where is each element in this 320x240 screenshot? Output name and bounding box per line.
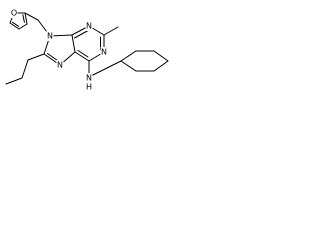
- bond-nh-cyclohexyl: [88, 60, 122, 78]
- bond-c2-methyl: [103, 26, 119, 36]
- bond-furan-c4-c5-inner: [22, 14, 25, 23]
- bond-c6-c5: [74, 51, 90, 62]
- atom-n3: N: [86, 22, 92, 31]
- atom-n9: N: [47, 32, 53, 41]
- bond-propyl-1-2: [21, 59, 29, 79]
- atom-amine-nitrogen: N: [86, 74, 92, 83]
- bond-furan-c4-c5: [24, 12, 28, 25]
- bond-furan-c2-c3: [9, 22, 20, 30]
- atom-amine-hydrogen: H: [86, 83, 92, 92]
- atom-furan-oxygen: O: [11, 9, 17, 18]
- bond-furan-c2-c3-inner: [12, 21, 20, 27]
- bond-c8-propyl-1: [27, 53, 45, 61]
- bond-c4-n3-inner: [74, 29, 90, 39]
- atom-n1: N: [101, 48, 107, 57]
- bond-c6-c5-inner: [77, 50, 89, 58]
- bond-cy-4-5: [153, 60, 169, 72]
- bond-propyl-2-3: [5, 77, 23, 85]
- bond-c4-n9: [49, 34, 73, 37]
- atom-labels: O N N N N N H: [10, 8, 108, 92]
- bond-cy-6-1: [120, 60, 137, 72]
- bond-cy-3-4: [153, 50, 169, 62]
- bond-c5-c4: [71, 34, 76, 53]
- atom-n7: N: [57, 61, 63, 70]
- bond-furan-c3-c4: [18, 23, 28, 30]
- bond-furan-to-ch2: [24, 12, 39, 21]
- molecule-structure: O N N N N N H: [5, 8, 169, 92]
- bond-cy-1-2: [120, 50, 137, 62]
